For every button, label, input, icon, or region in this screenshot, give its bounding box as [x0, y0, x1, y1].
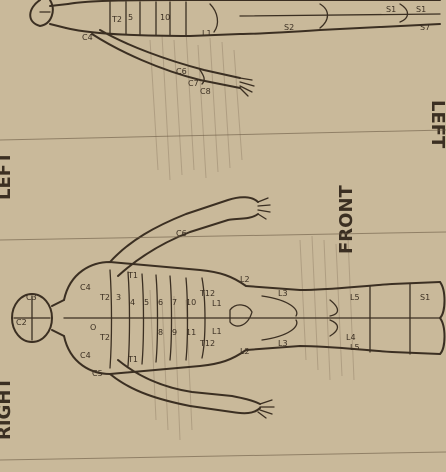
front-label-o: O [90, 323, 96, 332]
side-label-c7: C7 [188, 79, 199, 88]
side-leg-lines [200, 0, 440, 16]
front-label-l4a: L4 [346, 333, 356, 342]
side-label-5: 5 [128, 13, 133, 22]
front-band-2 [128, 272, 130, 366]
heading-right-text: RIGHT [0, 377, 15, 440]
front-neck [52, 300, 64, 336]
front-label-l1a: L1 [212, 299, 222, 308]
front-label-l2a: L2 [240, 275, 250, 284]
front-groin [230, 305, 252, 326]
front-body-figure: C2 C3 C4 C4 C5 C6 T1 T1 T2 T2 3 4 5 6 7 … [12, 197, 445, 418]
side-body-figure: C4 T2 L1 S2 S1 C6 C7 C8 S1 S7 10 5 [30, 0, 440, 96]
front-label-l5a: L5 [350, 293, 360, 302]
front-label-3: 3 [116, 293, 121, 302]
side-label-s7: S7 [420, 23, 430, 32]
front-label-l3a: L3 [278, 289, 288, 298]
front-label-l3b: L3 [278, 339, 288, 348]
front-label-l1b: L1 [212, 327, 222, 336]
front-band-1 [110, 270, 112, 368]
front-thigh-lower-curve [262, 320, 297, 340]
side-label-10: 10 [160, 13, 170, 22]
heading-left-top-text: LEFT [427, 100, 446, 149]
heading-left-bottom-text: LEFT [0, 151, 15, 200]
front-label-t2a: T2 [99, 293, 110, 302]
front-lower-outline [64, 336, 440, 374]
front-arm-upper-inner [118, 214, 258, 276]
front-feet [440, 282, 445, 354]
front-label-t2b: T2 [99, 333, 110, 342]
front-label-c4b: C4 [80, 351, 91, 360]
side-label-s2: S2 [284, 23, 294, 32]
side-lower-outline [66, 24, 440, 36]
front-label-4: 4 [130, 298, 135, 307]
front-band-3 [142, 274, 144, 364]
front-label-5: 5 [144, 298, 149, 307]
side-hip-curve [210, 4, 217, 32]
side-label-s1: S1 [416, 5, 426, 14]
heading-right: RIGHT [0, 377, 15, 440]
front-label-7: 7 [172, 298, 177, 307]
front-arm-lower [110, 374, 260, 413]
front-label-6: 6 [158, 298, 163, 307]
front-thigh-upper-curve [262, 296, 297, 316]
front-leg-bands [370, 284, 410, 354]
side-arm-outer [92, 34, 240, 88]
front-knee-lower [330, 320, 338, 336]
heading-front-text: FRONT [336, 184, 357, 254]
side-label-c8: C8 [200, 87, 211, 96]
front-label-c4a: C4 [80, 283, 91, 292]
side-label-c6: C6 [176, 67, 187, 76]
front-label-l2b: L2 [240, 347, 250, 356]
front-label-11: 11 [186, 328, 196, 337]
front-knee-upper [330, 300, 338, 316]
front-label-10: 10 [186, 298, 196, 307]
front-label-9: 9 [172, 328, 177, 337]
front-label-t1a: T1 [127, 271, 138, 280]
front-label-t1b: T1 [127, 355, 138, 364]
side-label-c4: C4 [82, 33, 93, 42]
front-label-t12a: T12 [199, 289, 215, 298]
side-label-s1b: S1 [386, 5, 396, 14]
side-head [30, 0, 53, 26]
front-label-8: 8 [158, 328, 163, 337]
front-label-c5: C5 [92, 369, 103, 378]
front-label-t12b: T12 [199, 339, 215, 348]
front-label-s1: S1 [420, 293, 430, 302]
front-hand-upper [258, 198, 270, 219]
heading-left-bottom: LEFT [0, 151, 15, 200]
side-label-l1: L1 [202, 29, 212, 38]
heading-left-top: LEFT [427, 100, 446, 149]
heading-front: FRONT [336, 184, 357, 254]
front-label-c2: C2 [16, 318, 27, 327]
front-label-c3: C3 [26, 293, 37, 302]
side-label-t2: T2 [111, 15, 122, 24]
front-label-l5b: L5 [350, 343, 360, 352]
side-hand [240, 78, 254, 96]
